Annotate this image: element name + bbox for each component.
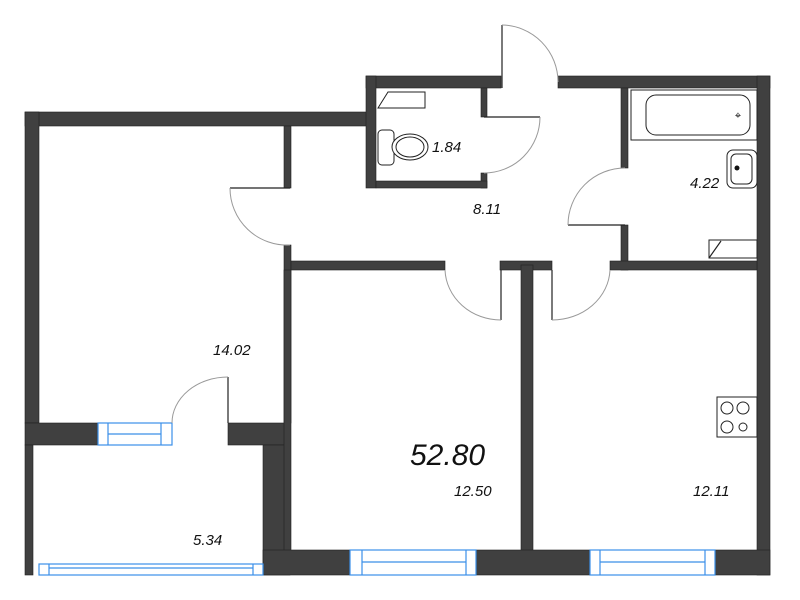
- balcony-door: [171, 376, 229, 424]
- window-balcony-door: [97, 422, 173, 446]
- area-label-bathroom: 4.22: [690, 175, 720, 192]
- fixtures: ⌖: [377, 89, 758, 438]
- room-left-door: [229, 187, 291, 246]
- sink-icon: [726, 149, 758, 189]
- area-label-room-left: 14.02: [213, 342, 251, 359]
- bathroom-door: [567, 167, 626, 226]
- windows: [38, 422, 716, 576]
- stove-icon: [716, 396, 758, 438]
- washing-machine-icon: [708, 239, 758, 259]
- area-label-kitchen: 12.11: [693, 483, 729, 500]
- bathtub-icon: ⌖: [630, 89, 758, 141]
- room-middle-door: [444, 269, 502, 321]
- area-label-balcony: 5.34: [193, 532, 222, 549]
- window-room-middle: [349, 549, 477, 576]
- area-label-toilet: 1.84: [432, 139, 461, 156]
- svg-text:⌖: ⌖: [735, 110, 741, 122]
- window-kitchen: [589, 549, 716, 576]
- entrance-door: [501, 24, 559, 88]
- doors: [171, 24, 626, 424]
- toilet-door: [483, 116, 541, 174]
- window-balcony: [38, 563, 264, 576]
- total-area-label: 52.80: [410, 439, 485, 472]
- kitchen-door: [551, 269, 611, 321]
- walls: [24, 75, 771, 576]
- area-label-room-middle: 12.50: [454, 483, 492, 500]
- area-labels: 1.84 8.11 4.22 14.02 12.50 12.11 5.34 52…: [193, 139, 729, 549]
- toilet-icon: [377, 91, 429, 166]
- area-label-hall: 8.11: [473, 201, 501, 218]
